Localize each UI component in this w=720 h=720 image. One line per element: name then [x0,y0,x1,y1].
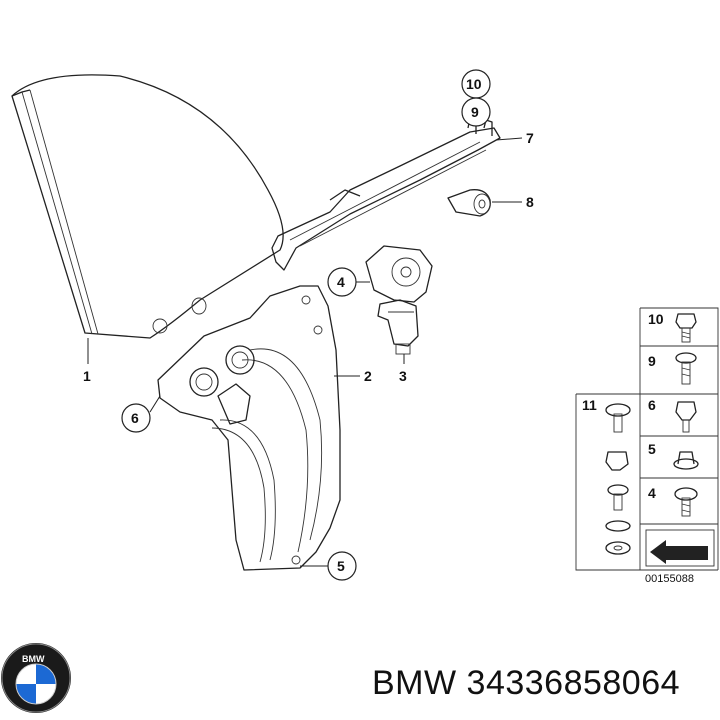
callout-9: 9 [471,104,479,120]
bmw-logo: BMW [1,643,71,713]
legend-10: 10 [648,311,664,327]
callout-7: 7 [526,130,534,146]
guide-rail [271,117,501,271]
rail-grommet [447,189,491,217]
leader-7 [495,137,523,141]
part-number: BMW 34336858064 [372,664,681,702]
legend-9: 9 [648,353,656,369]
callout-6: 6 [131,410,139,426]
direction-arrow-icon [645,529,715,567]
callout-5: 5 [337,558,345,574]
window-regulator [157,285,341,571]
nut-5-icon [673,451,699,470]
stud-6-icon [675,401,697,433]
legend-6: 6 [648,397,656,413]
callout-8: 8 [526,194,534,210]
callout-3: 3 [399,368,407,384]
fastener-set-11-icon [605,403,631,555]
callout-circle-4 [327,267,357,297]
screw-9-icon [675,352,697,385]
legend-11: 11 [582,397,597,413]
leader-6 [149,395,161,413]
callout-2: 2 [364,368,372,384]
legend-4: 4 [648,485,656,501]
bolt-10-icon [675,313,697,343]
callout-circle-6 [121,403,151,433]
legend-5: 5 [648,441,656,457]
diagram-code: 00155088 [645,573,694,585]
screw-4-icon [674,487,698,517]
callout-1: 1 [83,368,91,384]
callout-4: 4 [337,274,345,290]
callout-circle-5 [327,551,357,581]
callout-circle-9 [461,97,491,127]
window-motor [365,245,433,355]
window-glass [11,74,284,339]
bmw-logo-text: BMW [22,654,45,664]
callout-10: 10 [466,76,482,92]
fastener-legend: 10 9 11 6 5 4 [575,307,719,585]
